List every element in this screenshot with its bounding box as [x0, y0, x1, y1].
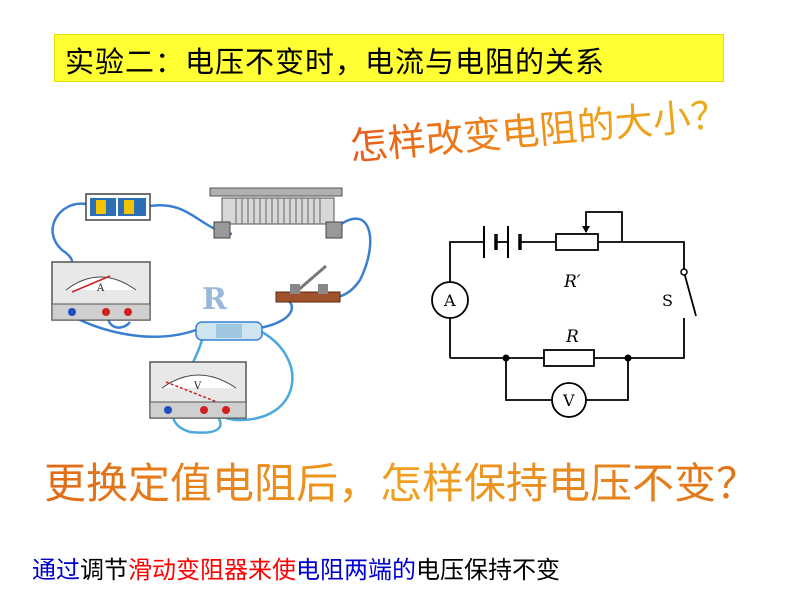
schematic-ammeter-label: A — [443, 291, 456, 310]
schematic-wires — [449, 211, 697, 401]
schematic-resistor — [543, 349, 595, 367]
schematic-battery — [483, 226, 522, 258]
schematic-resistor-label: R — [565, 327, 579, 347]
switch-label: S — [662, 291, 673, 310]
title-banner: 实验二：电压不变时，电流与电阻的关系 — [54, 34, 724, 82]
answer-part-2: 调节 — [80, 556, 128, 584]
answer-sentence: 通过调节滑动变阻器来使电阻两端的电压保持不变 — [32, 550, 560, 585]
answer-part-4: 电阻两端的 — [296, 556, 416, 584]
schematic-rheostat — [555, 233, 599, 251]
junction-left — [502, 354, 510, 362]
rheostat-arrow — [582, 226, 590, 233]
answer-part-5: 电压保持不变 — [416, 556, 560, 584]
rheostat-label: R′ — [563, 272, 581, 292]
ammeter-face-symbol: A — [96, 283, 105, 294]
voltmeter-face-symbol: V — [193, 381, 202, 392]
resistor-label: R — [202, 282, 227, 317]
answer-part-3: 滑动变阻器来使 — [128, 556, 296, 584]
schematic-ammeter — [431, 281, 469, 319]
schematic-switch-contact — [680, 268, 688, 276]
battery — [85, 193, 151, 221]
question-keep-voltage: 更换定值电阻后，怎样保持电压不变？ — [44, 450, 758, 511]
answer-part-1: 通过 — [32, 556, 80, 584]
schematic-voltmeter — [551, 382, 587, 418]
slide-title: 实验二：电压不变时，电流与电阻的关系 — [65, 45, 606, 79]
switch — [275, 264, 341, 303]
rheostat — [209, 187, 343, 239]
fixed-resistor — [195, 321, 263, 341]
junction-right — [624, 354, 632, 362]
ammeter: A — [51, 261, 151, 321]
schematic-voltmeter-label: V — [562, 391, 575, 410]
voltmeter: V — [149, 361, 247, 419]
